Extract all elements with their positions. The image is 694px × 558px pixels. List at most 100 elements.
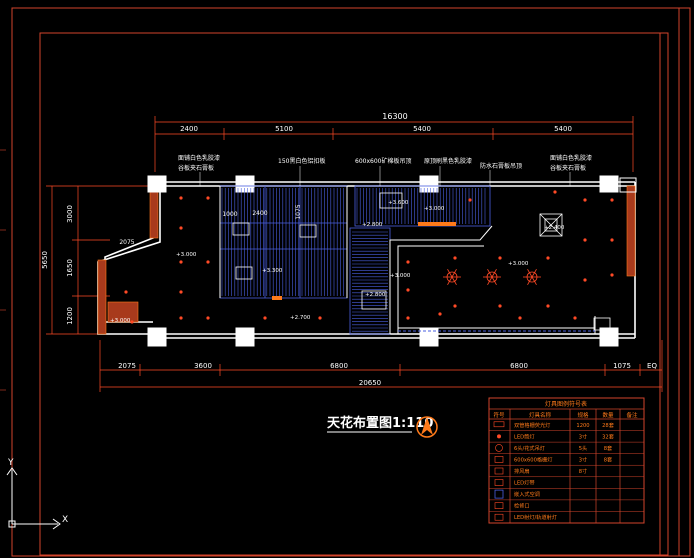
top-dim-4: 5400	[554, 125, 572, 133]
inner-dim-3: 1000	[222, 211, 237, 218]
pendant-lamp-icon	[483, 269, 501, 285]
pendant-ring	[446, 271, 458, 283]
downlight-icon	[518, 316, 522, 320]
legend-symbol-icon	[494, 502, 504, 509]
legend-item-name: 排风扇	[514, 467, 530, 475]
downlight-icon	[438, 312, 442, 316]
downlight-icon	[406, 260, 410, 264]
downlight-set	[124, 190, 614, 324]
annotation-1: 面铺白色乳胶漆	[178, 154, 220, 162]
downlight-icon	[130, 320, 134, 324]
legend-symbol-icon	[495, 444, 503, 452]
pendant-arm	[491, 276, 497, 285]
sheet-frame	[11, 7, 691, 557]
legend-item-spec: 1200	[576, 423, 589, 429]
annotation-4: 600x600矿棉板吊顶	[355, 157, 411, 165]
north-arrow-icon	[416, 416, 438, 438]
legend-symbol-icon	[494, 513, 504, 521]
legend-header-note: 备注	[626, 411, 638, 419]
pendant-arm	[487, 276, 493, 285]
ucs-x-label: X	[62, 515, 68, 525]
downlight-icon	[453, 304, 457, 308]
downlight-icon	[179, 316, 183, 320]
pendant-arm	[487, 269, 493, 278]
top-dim-1: 2400	[180, 125, 198, 133]
level-4: +3.300	[262, 268, 283, 274]
legend-symbol-icon	[494, 467, 504, 475]
legend-symbol-icon	[494, 489, 504, 499]
top-overall-dimension: 16300	[382, 112, 407, 121]
legend-symbol-icon	[497, 434, 501, 439]
downlight-icon	[406, 316, 410, 320]
downlight-icon	[206, 316, 210, 320]
legend-item-spec: 3寸	[579, 455, 588, 463]
ceiling-hatch-left	[221, 188, 344, 296]
pendant-arm	[527, 269, 533, 278]
downlight-icon	[453, 256, 457, 260]
downlight-icon	[406, 288, 410, 292]
downlight-icon	[583, 198, 587, 202]
downlight-icon	[206, 260, 210, 264]
legend-title: 灯具图例符号表	[545, 400, 587, 408]
pendant-lamp-set	[443, 269, 541, 285]
level-10: +2.400	[544, 225, 565, 231]
legend-symbol-icon	[494, 456, 504, 463]
legend-item-name: LED射灯/轨道射灯	[514, 513, 557, 521]
legend-header-symbol: 符号	[493, 411, 505, 419]
drawing-title: 天花布置图1:110	[327, 415, 433, 431]
level-6: +3.000	[424, 206, 445, 212]
legend-symbol-icon	[494, 479, 504, 486]
ucs-y-label: Y	[7, 458, 14, 468]
level-1: +3.000	[176, 252, 197, 258]
wall-hatch	[97, 185, 636, 335]
legend-item-name: 600x600格栅灯	[514, 455, 552, 463]
legend-header-name: 灯具名称	[529, 411, 552, 419]
bottom-dim-1: 2075	[118, 362, 136, 370]
downlight-icon	[546, 304, 550, 308]
level-8: +3.000	[390, 273, 411, 279]
pendant-lamp-icon	[523, 269, 541, 285]
downlight-icon	[546, 256, 550, 260]
downlight-icon	[263, 316, 267, 320]
annotation-2: 谷板夹石膏板	[178, 164, 214, 172]
downlight-icon	[583, 238, 587, 242]
level-5: +3.600	[388, 200, 409, 206]
pendant-arm	[531, 276, 537, 285]
ac-unit	[539, 213, 563, 237]
legend-header-qty: 数量	[602, 411, 614, 419]
pendant-arm	[451, 269, 457, 278]
legend-item-name: 检修口	[514, 502, 530, 510]
inner-dim-1: 2075	[119, 239, 134, 246]
bottom-dim-6: EQ	[647, 362, 657, 370]
door-marker	[272, 296, 282, 300]
bottom-overall-dimension: 20650	[359, 379, 381, 387]
annotation-8: 谷板夹石膏板	[550, 164, 586, 172]
downlight-icon	[179, 290, 183, 294]
downlight-icon	[468, 198, 472, 202]
pendant-lamp-icon	[443, 269, 461, 285]
sheet-edge-ticks	[0, 149, 6, 391]
access-panel	[593, 317, 611, 331]
downlight-icon	[498, 256, 502, 260]
bottom-dim-3: 6800	[330, 362, 348, 370]
downlight-icon	[583, 278, 587, 282]
downlight-icon	[318, 316, 322, 320]
downlight-icon	[610, 238, 614, 242]
downlight-icon	[498, 304, 502, 308]
pendant-arm	[531, 269, 537, 278]
downlight-icon	[573, 316, 577, 320]
left-dim-1: 3000	[66, 205, 74, 223]
pendant-ring	[526, 271, 538, 283]
legend-item-spec: 3寸	[579, 432, 588, 440]
level-9: +2.800	[365, 292, 386, 298]
top-dimension-chain	[154, 116, 634, 172]
top-dim-2: 5100	[275, 125, 293, 133]
left-overall-dimension: 5650	[41, 251, 49, 269]
downlight-icon	[610, 198, 614, 202]
legend-item-qty: 28套	[602, 421, 615, 429]
legend-item-name: 嵌入式空调	[514, 490, 540, 498]
bottom-dim-5: 1075	[613, 362, 631, 370]
downlight-icon	[610, 273, 614, 277]
